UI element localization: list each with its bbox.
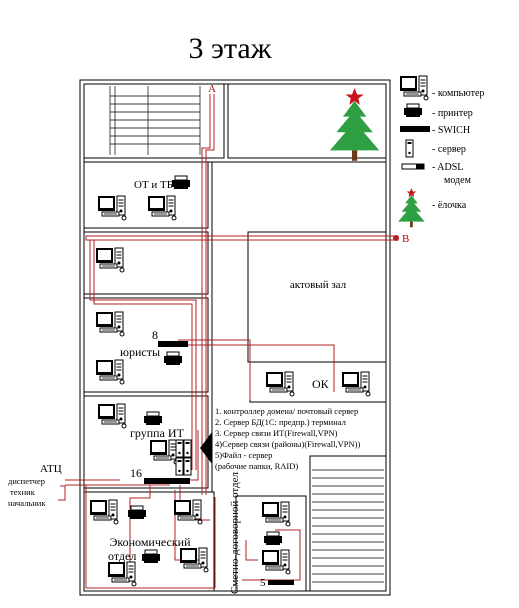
switch-icon (144, 478, 190, 484)
computer-icon (149, 439, 179, 465)
room-label-it-group: группа ИТ (130, 426, 185, 440)
switch-port-count: 16 (130, 466, 142, 480)
atc-line: техник (10, 487, 36, 497)
tree-icon (329, 88, 380, 161)
computer-icon (95, 311, 125, 337)
printer-icon (171, 175, 191, 190)
floor-title: 3 этаж (189, 32, 272, 65)
network-cables (65, 94, 399, 589)
atc-line: начальник (8, 498, 46, 508)
computer-icon (261, 501, 291, 527)
server-note: 4)Сервер связи (районы)(Firewall,VPN)) (215, 439, 360, 449)
room-label-contract: Сметно-договорной отдел (229, 471, 241, 594)
legend: - компьютер - принтер - SWICH - сервер -… (398, 75, 484, 228)
switch-icon (158, 341, 188, 347)
room-label-lawyers: юристы (120, 345, 160, 359)
room-label-ok: ОК (312, 377, 330, 391)
computer-icon (399, 75, 429, 101)
legend-adsl: - ADSL (432, 162, 463, 173)
printer-icon (263, 531, 283, 546)
computer-icon (147, 195, 177, 221)
server-notes: 1. контроллер домена/ почтовый сервер 2.… (215, 406, 360, 471)
printer-icon (403, 103, 423, 118)
computer-icon (97, 403, 127, 429)
printer-icon (163, 351, 183, 366)
legend-printer: - принтер (432, 108, 473, 119)
switch-icon (268, 580, 294, 585)
atc-line: диспетчер (8, 476, 45, 486)
computer-icon (89, 499, 119, 525)
adsl-modem-icon-part (416, 164, 424, 169)
point-b-marker (393, 235, 399, 241)
printer-icon (127, 505, 147, 520)
computer-icon (97, 195, 127, 221)
legend-server: - сервер (432, 144, 466, 155)
computer-icon (261, 549, 291, 575)
legend-tree: - ёлочка (432, 200, 467, 211)
stairs-top (109, 86, 201, 155)
room-label-econ-1: Экономический (109, 535, 191, 549)
server-note: 2. Сервер БД(1С: предпр.) терминал (215, 417, 347, 427)
server-rack (175, 439, 192, 476)
computer-icon (95, 247, 125, 273)
server-note: (рабочие папки, RAID) (215, 461, 298, 471)
callout-arrow (200, 432, 212, 464)
server-note: 5)Файл - сервер (215, 450, 272, 460)
room-label-act-hall: актовый зал (290, 279, 347, 291)
legend-computer: - компьютер (432, 88, 484, 99)
computer-icon (179, 547, 209, 573)
switch-port-count: 5 (260, 577, 266, 589)
point-b-label: B (402, 233, 409, 245)
server-note: 1. контроллер домена/ почтовый сервер (215, 406, 358, 416)
switch-port-count: 8 (152, 328, 158, 342)
computer-icon (95, 359, 125, 385)
stairs-bottom (312, 469, 384, 583)
tree-icon (398, 188, 425, 228)
server-icon (405, 139, 414, 158)
legend-adsl-2: модем (444, 175, 472, 186)
computer-icon (341, 371, 371, 397)
printer-icon (141, 549, 161, 564)
point-a-label: A (208, 83, 216, 95)
room-label-ot-tb: ОТ и ТБ (134, 179, 173, 191)
legend-switch: - SWICH (432, 125, 470, 136)
computer-icon (107, 561, 137, 587)
room-label-econ-2: отдел (108, 549, 136, 563)
computer-icon (265, 371, 295, 397)
printer-icon (143, 411, 163, 426)
server-note: 3. Сервер связи ИТ(Firewall,VPN) (215, 428, 338, 438)
switch-icon (400, 126, 430, 132)
atc-link (58, 485, 66, 501)
atc-label: АТЦ (40, 463, 62, 475)
